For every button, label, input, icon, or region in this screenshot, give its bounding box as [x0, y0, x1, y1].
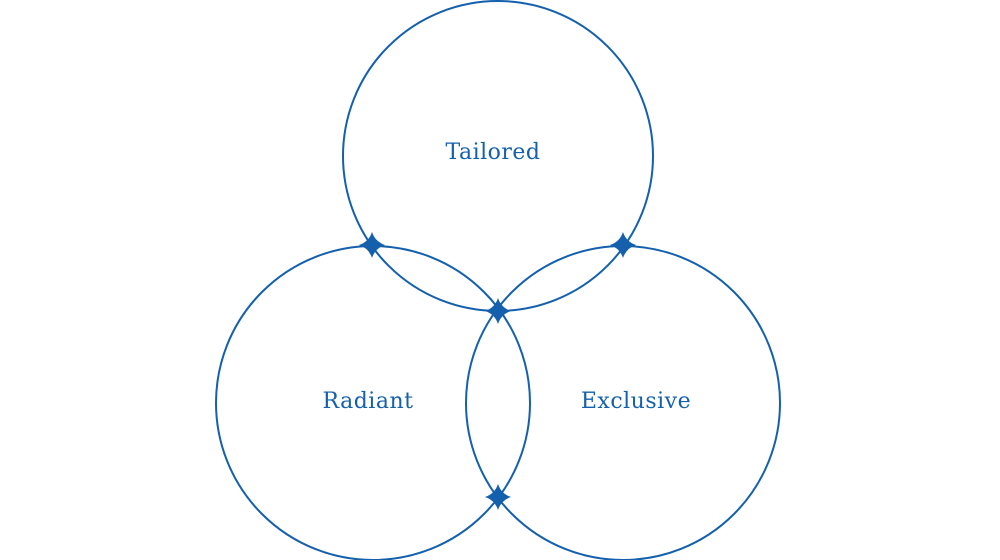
star-icon-bottom-intersection — [485, 484, 511, 510]
star-icon-center-intersection — [485, 298, 511, 324]
star-icon-top-left-intersection — [359, 232, 385, 258]
label-top: Tailored — [445, 140, 540, 165]
star-icon-top-right-intersection — [610, 232, 636, 258]
label-right: Exclusive — [581, 389, 691, 414]
label-left: Radiant — [323, 389, 414, 414]
